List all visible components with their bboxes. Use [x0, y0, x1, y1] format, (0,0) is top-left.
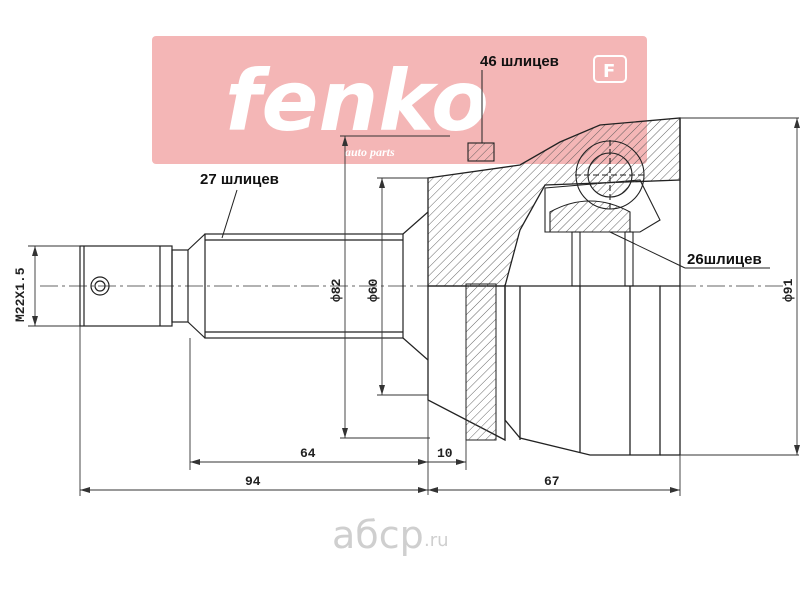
- dim-thread-label: M22X1.5: [13, 267, 28, 322]
- dimension-arrows: [32, 118, 800, 493]
- brand-logo: fenko auto parts F: [152, 36, 647, 164]
- dim-d82-label: ф82: [329, 278, 344, 302]
- watermark-text: абср: [332, 513, 424, 557]
- logo-background: [152, 36, 647, 164]
- watermark-suffix: .ru: [424, 530, 449, 551]
- abs-tone-ring: [465, 283, 497, 441]
- logo-brand-text: fenko: [225, 52, 489, 150]
- dim-67-label: 67: [544, 474, 560, 489]
- dim-d60-label: ф60: [366, 278, 381, 302]
- dimension-lines: [28, 117, 799, 496]
- callout-shaft-splines: 27 шлицев: [200, 171, 279, 188]
- dim-64-label: 64: [300, 446, 316, 461]
- logo-badge-box: [593, 55, 627, 83]
- dim-94-label: 94: [245, 474, 261, 489]
- inner-race: [544, 140, 661, 287]
- callout-leaders: [221, 70, 770, 269]
- callout-inner-splines: 26шлицев: [687, 251, 762, 268]
- outer-spline-marker: [467, 142, 495, 162]
- cotter-pin-hole: [90, 276, 110, 296]
- watermark: абср .ru: [332, 513, 449, 557]
- dim-10-label: 10: [437, 446, 453, 461]
- logo-tagline: auto parts: [345, 145, 395, 159]
- threaded-stub: [79, 233, 206, 339]
- callout-outer-splines: 46 шлицев: [480, 53, 559, 70]
- dim-d91-label: ф91: [781, 278, 796, 302]
- logo-badge-letter: F: [603, 61, 615, 82]
- splined-shaft: [204, 211, 429, 361]
